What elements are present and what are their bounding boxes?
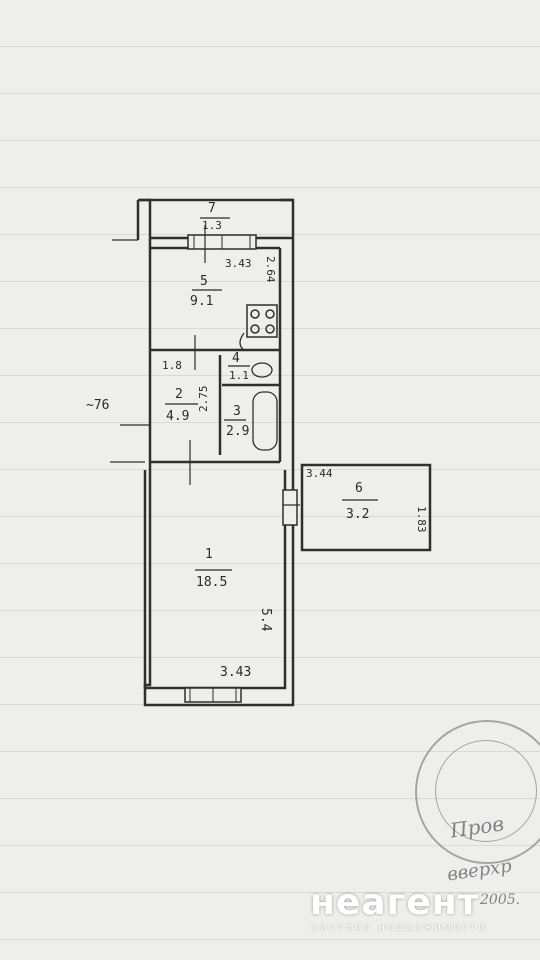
toilet-icon	[251, 362, 273, 378]
room-5-area: 9.1	[190, 294, 214, 309]
watermark-tagline: система недвижимости	[312, 922, 488, 933]
dim-kitchen-width: 3.43	[225, 257, 252, 270]
room-1-area: 18.5	[196, 575, 228, 590]
dim-room-width: 3.43	[220, 665, 252, 680]
room-5-number: 5	[200, 274, 208, 289]
balcony-door	[282, 489, 298, 526]
room-7-number: 7	[208, 201, 216, 216]
room-6-area: 3.2	[346, 507, 370, 522]
margin-note: ~76	[86, 398, 110, 413]
sink-icon	[239, 332, 245, 351]
room-3-number: 3	[233, 404, 241, 419]
outer-wall	[138, 198, 295, 707]
room-2-area: 4.9	[166, 409, 190, 424]
dim-room-depth: 5.4	[258, 608, 273, 632]
room-7-area: 1.3	[202, 219, 222, 232]
room-1-number: 1	[205, 547, 213, 562]
dim-kitchen-depth: 2.64	[264, 256, 277, 283]
room-4-number: 4	[232, 351, 240, 366]
stove-icon	[246, 304, 278, 338]
dim-hall-depth: 2.75	[197, 385, 210, 413]
room-4-area: 1.1	[229, 369, 249, 382]
dim-balcony-depth: 1.83	[415, 506, 428, 533]
room-6-number: 6	[355, 481, 363, 496]
room-3-area: 2.9	[226, 424, 250, 439]
room-2-number: 2	[175, 387, 183, 402]
watermark-logo: неагент	[310, 882, 480, 923]
dim-hall-width: 1.8	[162, 359, 182, 372]
balcony-6	[300, 463, 432, 552]
dim-balcony-width: 3.44	[306, 467, 333, 480]
handwriting-3: 2005.	[480, 892, 521, 908]
bathtub-icon	[252, 391, 278, 451]
stamp-seal	[415, 720, 540, 864]
